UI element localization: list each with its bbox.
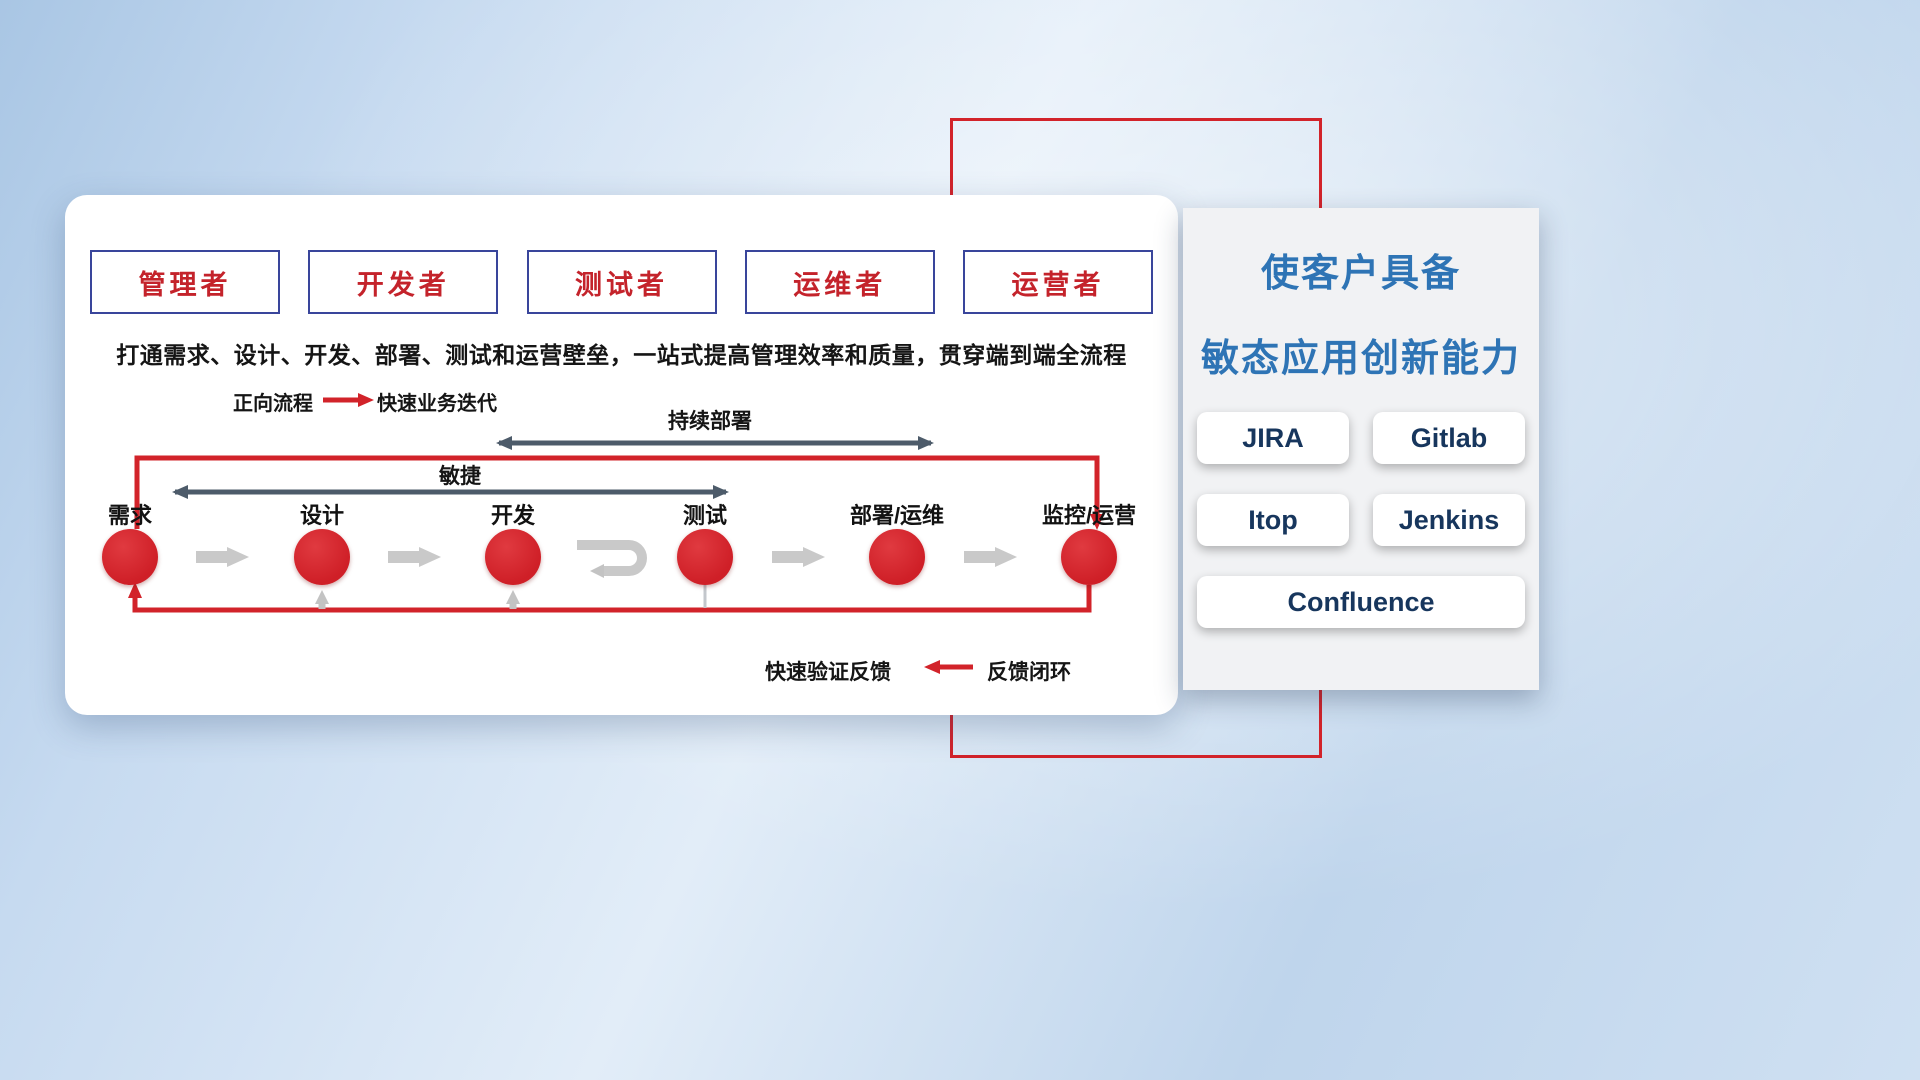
continuous-deploy-label: 持续部署	[668, 410, 752, 433]
role-box-developer: 开发者	[308, 250, 499, 314]
step-node-monitor-op	[1061, 529, 1117, 585]
tool-card-itop: Itop	[1197, 494, 1349, 546]
step-label-requirements: 需求	[107, 503, 152, 528]
capability-panel: 使客户具备 敏态应用创新能力 JIRA Gitlab Itop Jenkins …	[1183, 208, 1539, 690]
step-label-design: 设计	[299, 503, 344, 528]
role-box-tester: 测试者	[526, 250, 717, 314]
role-label: 测试者	[575, 269, 668, 300]
iterate-loop-icon	[577, 540, 647, 578]
tool-card-jenkins: Jenkins	[1373, 494, 1525, 546]
tool-card-confluence: Confluence	[1197, 576, 1525, 628]
role-box-operator: 运营者	[963, 250, 1153, 314]
tool-grid: JIRA Gitlab Itop Jenkins Confluence	[1183, 412, 1539, 628]
role-label: 运营者	[1011, 269, 1105, 300]
legend-forward-value: 快速业务迭代	[377, 393, 497, 415]
agile-label: 敏捷	[439, 465, 481, 488]
legend-feedback-value: 反馈闭环	[987, 661, 1071, 684]
step-label-monitor-op: 监控/运营	[1041, 503, 1137, 528]
tool-card-gitlab: Gitlab	[1373, 412, 1525, 464]
step-node-requirements	[102, 529, 158, 585]
role-label: 运维者	[793, 269, 887, 300]
step-node-design	[294, 529, 350, 585]
role-label: 开发者	[356, 269, 450, 300]
roles-row: 管理者 开发者 测试者 运维者 运营者	[90, 250, 1153, 314]
step-label-develop: 开发	[490, 503, 535, 528]
step-node-test	[677, 529, 733, 585]
capability-title-line1: 使客户具备	[1260, 253, 1461, 295]
step-label-test: 测试	[682, 503, 727, 528]
devops-flow-panel: 管理者 开发者 测试者 运维者 运营者 打通需求、设计、开发、部署、测试和运营壁…	[65, 195, 1178, 715]
step-node-deploy-ops	[869, 529, 925, 585]
feedback-loop-arrow	[128, 582, 1092, 613]
capability-title-line2: 敏态应用创新能力	[1200, 338, 1521, 380]
tool-card-jira: JIRA	[1197, 412, 1349, 464]
role-label: 管理者	[138, 269, 232, 300]
role-box-manager: 管理者	[90, 250, 280, 314]
role-box-ops: 运维者	[744, 250, 935, 314]
legend-feedback-label: 快速验证反馈	[765, 661, 891, 684]
legend-forward-label: 正向流程	[233, 393, 313, 415]
step-node-develop	[485, 529, 541, 585]
flow-description: 打通需求、设计、开发、部署、测试和运营壁垒，一站式提高管理效率和质量，贯穿端到端…	[116, 342, 1127, 368]
step-label-deploy-ops: 部署/运维	[849, 503, 945, 528]
